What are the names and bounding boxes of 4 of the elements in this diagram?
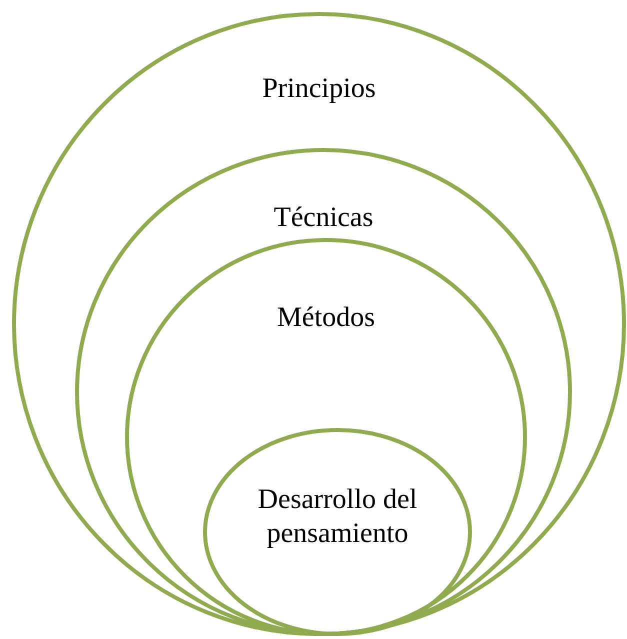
circle-label: Principios [262, 72, 376, 106]
circle-label: Desarrollo del pensamiento [256, 483, 418, 551]
circle-label: Técnicas [274, 201, 374, 235]
circle-label: Métodos [277, 301, 375, 335]
